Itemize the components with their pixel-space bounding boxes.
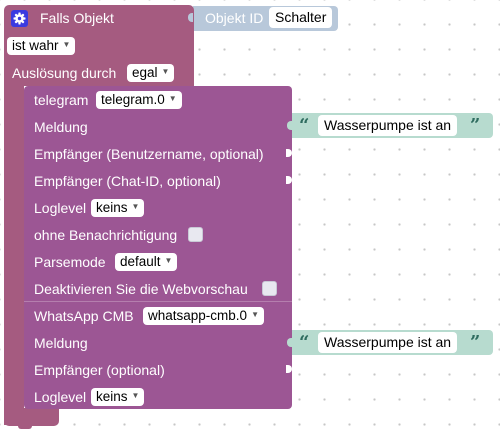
object-id-field[interactable]: Schalter [269, 7, 333, 28]
quote-open-icon: “ [299, 332, 310, 353]
telegram-silent-label: ohne Benachrichtigung [34, 227, 178, 243]
chevron-down-icon: ▼ [62, 40, 71, 50]
whatsapp-loglevel-dropdown[interactable]: keins▼ [91, 388, 145, 406]
chevron-down-icon: ▼ [251, 310, 259, 320]
trigger-value: egal [132, 65, 158, 80]
if-block-label: Falls Objekt [40, 10, 114, 26]
telegram-recipient-user-connector [286, 149, 292, 157]
whatsapp-loglevel-value: keins [96, 389, 128, 404]
object-id-label: Objekt ID [205, 10, 264, 26]
whatsapp-message-field[interactable]: Wasserpumpe ist an [318, 332, 458, 353]
telegram-recipient-user-label: Empfänger (Benutzername, optional) [34, 146, 264, 162]
whatsapp-instance-value: whatsapp-cmb.0 [148, 308, 248, 323]
if-block-bottom [4, 408, 59, 426]
chevron-down-icon: ▼ [164, 256, 173, 266]
trigger-label: Auslösung durch [12, 65, 117, 81]
telegram-message-field[interactable]: Wasserpumpe ist an [318, 115, 458, 136]
telegram-instance-value: telegram.0 [101, 92, 165, 107]
telegram-instance-dropdown[interactable]: telegram.0▼ [96, 91, 182, 109]
telegram-parsemode-label: Parsemode [34, 254, 106, 270]
quote-open-icon: “ [299, 115, 310, 136]
condition-dropdown[interactable]: ist wahr▼ [7, 37, 76, 55]
whatsapp-message-label: Meldung [34, 335, 88, 351]
whatsapp-instance-dropdown[interactable]: whatsapp-cmb.0▼ [143, 307, 264, 325]
telegram-parsemode-value: default [120, 254, 161, 269]
telegram-recipient-chat-connector [286, 176, 292, 184]
if-block-bottom-tab [18, 424, 32, 429]
telegram-webpreview-checkbox[interactable] [262, 281, 277, 296]
whatsapp-message-connector [287, 338, 293, 347]
telegram-silent-checkbox[interactable] [188, 227, 203, 242]
telegram-label: telegram [34, 92, 89, 108]
telegram-message-label: Meldung [34, 119, 88, 135]
quote-close-icon: ” [470, 332, 481, 353]
gear-icon[interactable] [11, 10, 28, 27]
if-block-left-rail [4, 85, 24, 425]
whatsapp-recipient-label: Empfänger (optional) [34, 362, 165, 378]
trigger-dropdown[interactable]: egal▼ [127, 64, 175, 82]
telegram-message-connector [287, 121, 293, 130]
chevron-down-icon: ▼ [161, 67, 170, 77]
whatsapp-recipient-connector [286, 365, 292, 373]
telegram-recipient-chat-label: Empfänger (Chat-ID, optional) [34, 173, 221, 189]
chevron-down-icon: ▼ [168, 94, 177, 104]
chevron-down-icon: ▼ [131, 202, 140, 212]
whatsapp-label: WhatsApp CMB [34, 308, 134, 324]
telegram-loglevel-value: keins [96, 200, 128, 215]
quote-close-icon: ” [470, 115, 481, 136]
object-id-connector [188, 13, 193, 22]
condition-value: ist wahr [12, 38, 59, 53]
telegram-loglevel-dropdown[interactable]: keins▼ [91, 199, 145, 217]
telegram-webpreview-label: Deaktivieren Sie die Webvorschau [34, 281, 248, 297]
chevron-down-icon: ▼ [131, 391, 140, 401]
telegram-loglevel-label: Loglevel [34, 200, 87, 216]
telegram-parsemode-dropdown[interactable]: default▼ [115, 253, 178, 271]
whatsapp-loglevel-label: Loglevel [34, 389, 87, 405]
